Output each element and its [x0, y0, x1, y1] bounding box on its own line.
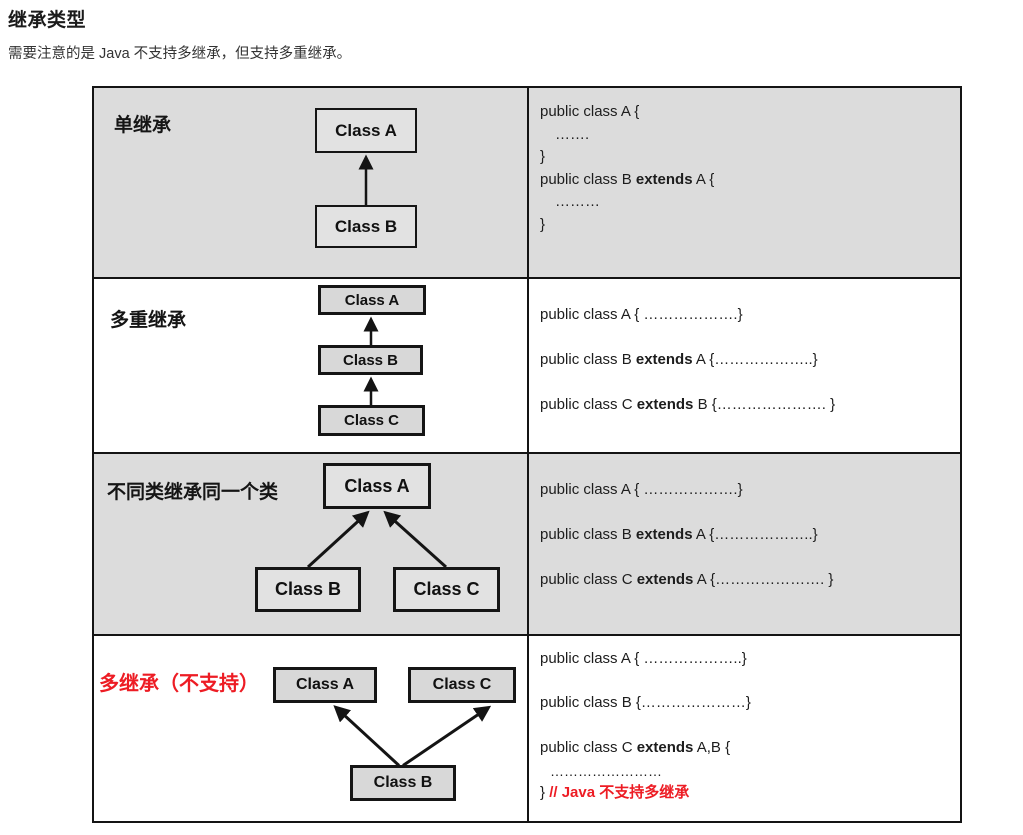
code-line: public class C extends A {…………………. }: [540, 570, 960, 590]
page-title: 继承类型: [8, 10, 87, 31]
code-text: public class A { ………………..}: [540, 650, 747, 667]
arrow-b-to-a: [333, 705, 401, 767]
code-text: }: [540, 784, 550, 801]
code-line: }: [540, 146, 960, 169]
code-line: public class C extends A,B {: [540, 738, 960, 758]
class-box-b: Class B: [350, 765, 456, 801]
code-text: A {…………………. }: [693, 571, 834, 588]
keyword-extends: extends: [635, 526, 693, 543]
code-cell-multiple: public class A { ………………..} public class …: [529, 636, 960, 821]
code-text: public class B {…………………}: [540, 694, 751, 711]
keyword-extends: extends: [636, 739, 694, 756]
code-block: public class A { ……. } public class B ex…: [540, 88, 960, 236]
code-cell-hierarchical: public class A { ……………….} public class B…: [529, 454, 960, 634]
code-block: public class A { ……………….} public class B…: [540, 279, 960, 415]
code-comment-red: // Java 不支持多继承: [549, 784, 690, 801]
code-text: public class C: [540, 571, 637, 588]
code-cell-multilevel: public class A { ……………….} public class B…: [529, 279, 960, 452]
code-text: public class B: [540, 526, 636, 543]
row-label: 多重继承: [110, 310, 187, 331]
code-line: public class B extends A {………………..}: [540, 350, 960, 370]
code-block: public class A { ………………..} public class …: [540, 636, 960, 803]
diagram-cell-multilevel: 多重继承 Class A Class B Class C: [94, 279, 529, 452]
intro-text: 需要注意的是 Java 不支持多继承，但支持多重继承。: [8, 46, 352, 62]
code-text: A {………………..}: [692, 526, 818, 543]
code-text: public class A {: [540, 103, 640, 120]
class-box-a: Class A: [318, 285, 426, 315]
code-text: public class A { ……………….}: [540, 481, 743, 498]
inheritance-types-table: 单继承 Class A Class B public class A { …….…: [92, 86, 962, 823]
keyword-extends: extends: [636, 571, 694, 588]
inheritance-arrows: [358, 154, 374, 207]
class-box-c: Class C: [318, 405, 425, 436]
code-text: A,B {: [693, 739, 731, 756]
class-box-a: Class A: [315, 108, 417, 153]
arrow-b-to-c: [402, 705, 492, 767]
class-box-b: Class B: [318, 345, 423, 375]
arrow-c-to-a: [383, 510, 448, 569]
table-row-hierarchical-inheritance: 不同类继承同一个类 Class A Class B Class C public…: [94, 454, 960, 636]
code-text: public class A { ……………….}: [540, 306, 743, 323]
code-line: public class B extends A {: [540, 169, 960, 192]
code-cell-single: public class A { ……. } public class B ex…: [529, 88, 960, 277]
row-label: 不同类继承同一个类: [107, 482, 279, 503]
code-line: public class A { ……………….}: [540, 480, 960, 500]
code-line: ………: [540, 191, 960, 214]
code-text: B {…………………. }: [693, 396, 836, 413]
table-row-multilevel-inheritance: 多重继承 Class A Class B Class C public clas…: [94, 279, 960, 454]
code-text: }: [540, 148, 546, 165]
code-line: } // Java 不支持多继承: [540, 783, 960, 803]
code-text: A {: [692, 170, 715, 188]
row-label: 多继承（不支持）: [99, 673, 259, 695]
code-line: }: [540, 214, 960, 237]
class-box-a: Class A: [273, 667, 377, 703]
code-text: public class C: [540, 739, 637, 756]
diagram-cell-hierarchical: 不同类继承同一个类 Class A Class B Class C: [94, 454, 529, 634]
code-line: ……………………: [540, 764, 960, 778]
code-line: public class B extends A {………………..}: [540, 525, 960, 545]
keyword-extends: extends: [636, 396, 694, 413]
keyword-extends: extends: [635, 170, 693, 188]
code-text: public class B: [540, 351, 636, 368]
table-row-multiple-inheritance: 多继承（不支持） Class A Class C Class B public …: [94, 636, 960, 821]
inheritance-arrows: [333, 705, 492, 767]
code-block: public class A { ……………….} public class B…: [540, 454, 960, 590]
class-box-a: Class A: [323, 463, 431, 509]
inheritance-arrows: [363, 316, 379, 405]
class-box-c: Class C: [408, 667, 516, 703]
code-line: public class A {: [540, 101, 960, 124]
class-box-c: Class C: [393, 567, 500, 612]
table-row-single-inheritance: 单继承 Class A Class B public class A { …….…: [94, 88, 960, 279]
code-text: public class B: [540, 170, 636, 188]
code-line: …….: [540, 124, 960, 147]
diagram-cell-single: 单继承 Class A Class B: [94, 88, 529, 277]
class-box-b: Class B: [255, 567, 361, 612]
keyword-extends: extends: [635, 351, 693, 368]
row-label: 单继承: [114, 115, 172, 136]
code-text: …….: [555, 125, 590, 143]
code-text: ………: [555, 193, 600, 210]
code-text: }: [540, 215, 546, 233]
arrow-b-to-a: [306, 510, 370, 569]
code-text: ……………………: [550, 763, 662, 779]
code-text: A {………………..}: [692, 351, 818, 368]
code-line: public class A { ………………..}: [540, 649, 960, 669]
code-line: public class C extends B {…………………. }: [540, 395, 960, 415]
inheritance-arrows: [306, 510, 448, 569]
code-text: public class C: [540, 396, 637, 413]
code-line: public class B {…………………}: [540, 693, 960, 713]
code-line: public class A { ……………….}: [540, 305, 960, 325]
diagram-cell-multiple: 多继承（不支持） Class A Class C Class B: [94, 636, 529, 821]
class-box-b: Class B: [315, 205, 417, 248]
